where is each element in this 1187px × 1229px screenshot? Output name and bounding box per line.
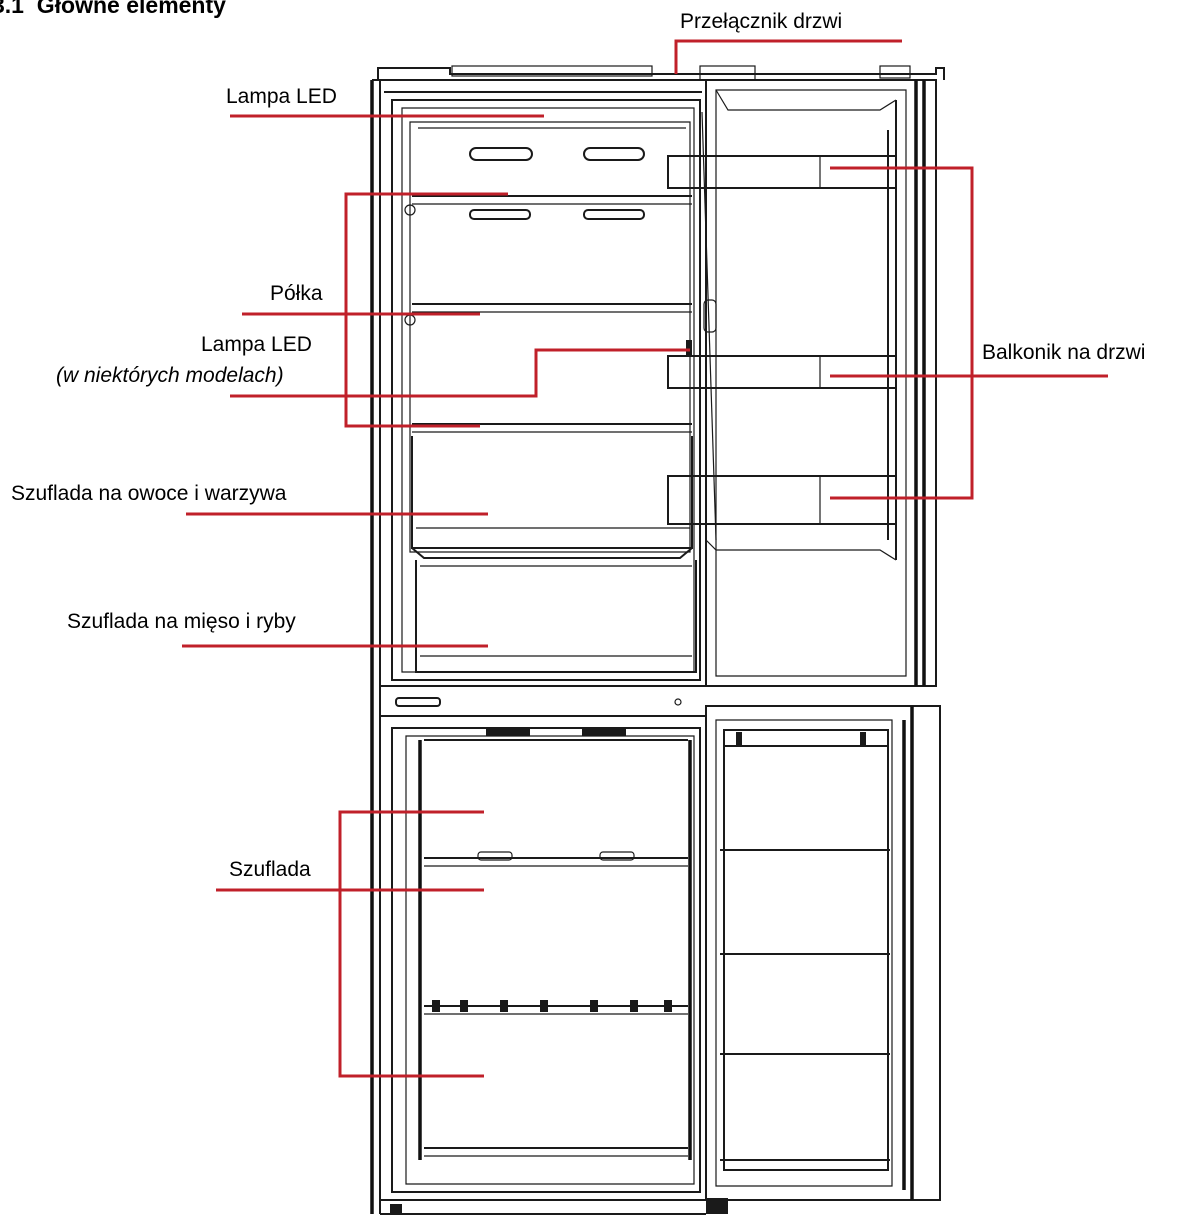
section-title: Główne elementy [36,0,226,18]
leader-led-lamp-side [230,348,690,398]
label-led-lamp-side-note: (w niektórych modelach) [56,364,284,387]
meat-drawer [415,560,697,673]
leader-door-balcony-bracket [830,166,974,500]
fridge-shelves [404,195,692,433]
crisper-drawer [411,436,693,559]
freezer-door [705,705,941,1201]
label-door-balcony: Balkonik na drzwi [982,341,1146,364]
leader-door-switch [674,39,902,74]
label-shelf: Półka [270,282,323,305]
label-fruit-veg-drawer: Szuflada na owoce i warzywa [11,482,287,505]
label-led-lamp-top: Lampa LED [226,85,337,108]
section-heading: 3.1 Główne elementy [0,0,226,19]
section-number: 3.1 [0,0,24,18]
fridge-door [667,79,937,687]
leader-shelf-bracket [344,192,508,428]
leader-drawer-bracket [338,810,484,1078]
label-door-switch: Przełącznik drzwi [680,10,843,33]
label-drawer: Szuflada [229,858,311,881]
middle-divider [380,685,706,717]
freezer-compartment [380,727,728,1215]
fridge-cabinet [370,65,945,1214]
leader-lines [182,39,1108,1078]
label-led-lamp-side: Lampa LED [201,333,312,356]
label-meat-fish-drawer: Szuflada na mięso i ryby [67,610,296,633]
